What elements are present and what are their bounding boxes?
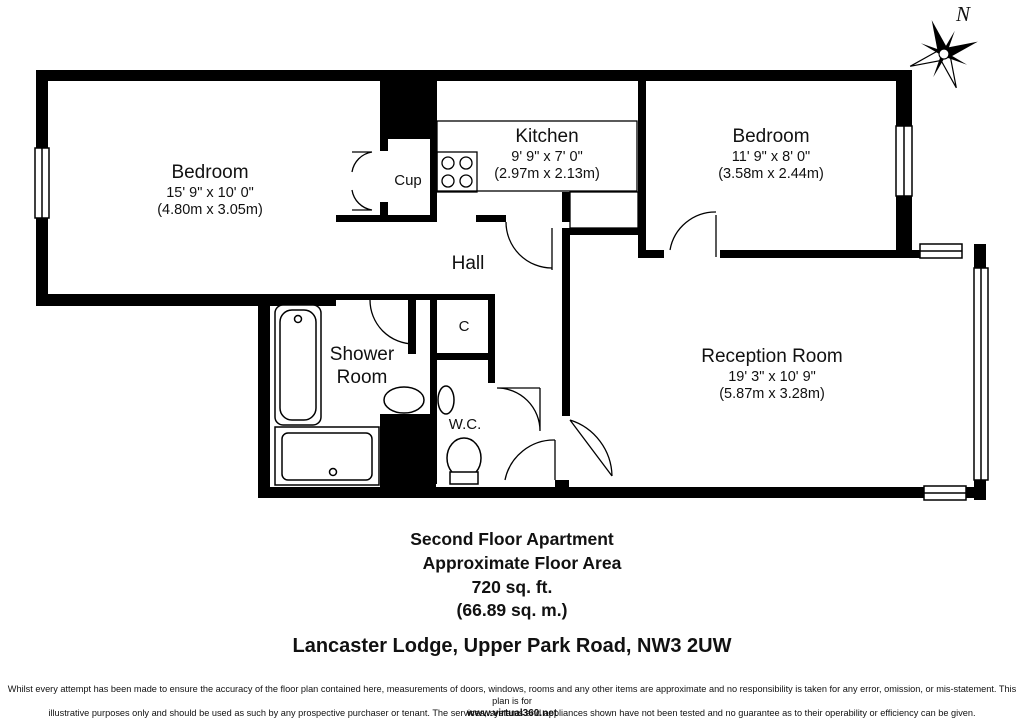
door-wc [496,387,541,432]
disclaimer-line2: illustrative purposes only and should be… [48,708,976,718]
wall-cup-right-stub [380,202,388,222]
room-name: Bedroom [171,162,249,183]
room-reception: Reception Room 19' 3" x 10' 9" (5.87m x … [672,346,872,404]
shower-dark-block [380,414,436,498]
room-bedroom1: Bedroom 15' 9" x 10' 0" (4.80m x 3.05m) [110,162,310,220]
room-dim-imperial: 19' 3" x 10' 9" [728,368,816,385]
room-cupboard: Cup [394,172,422,189]
address: Lancaster Lodge, Upper Park Road, NW3 2U… [292,635,732,657]
wall-hall-right-lower [555,480,569,498]
summary-line2: Approximate Floor Area [422,553,622,573]
wall-bedroom2-bottom [638,250,664,258]
summary-line1: Second Floor Apartment [410,529,614,549]
wall-reception-hall-corner [562,228,642,235]
room-kitchen: Kitchen 9' 9" x 7' 0" (2.97m x 2.13m) [467,126,627,184]
wall-closet-left [430,294,437,484]
door-reception [569,419,613,477]
wall-shower-left [258,300,270,498]
room-dim-metric: (4.80m x 3.05m) [157,202,263,219]
room-name-line1: Shower [329,344,395,365]
door-entrance [504,439,556,481]
wall-kitchen-left [430,81,437,222]
hob-icon [436,151,478,193]
wall-left-bottom [36,294,336,306]
basin-icon [383,386,425,414]
compass-icon [909,20,978,89]
wall-reception-top [720,250,920,258]
disclaimer-line1: Whilst every attempt has been made to en… [7,684,1017,706]
wall-wc-right [488,353,495,383]
room-name: Reception Room [701,346,843,367]
summary-line3: 720 sq. ft. [471,577,553,597]
room-dim-metric: (2.97m x 2.13m) [494,166,600,183]
wall-closet-bottom [430,353,495,360]
wall-reception-bottom [556,487,986,498]
wc-basin-icon [437,385,455,415]
wall-shower-right-lower [408,294,416,354]
wall-closet-right [488,294,495,354]
room-closet: C [458,318,470,335]
disclaimer: Whilst every attempt has been made to en… [0,683,1024,719]
room-dim-metric: (5.87m x 3.28m) [719,386,825,403]
wall-shower-hall [410,294,436,300]
room-shower: Shower Room [312,344,412,390]
cupboard-block [380,81,430,139]
website-link[interactable]: www.virtual360.net [466,708,558,719]
wall-top [36,70,912,81]
room-dim-imperial: 15' 9" x 10' 0" [166,184,254,201]
wall-hall-right [562,228,570,416]
room-dim-imperial: 9' 9" x 7' 0" [511,148,583,165]
room-name: Kitchen [515,126,579,147]
room-hall: Hall [451,253,485,274]
wall-cup-left [380,81,388,151]
wall-kitchen-right [562,192,570,222]
wall-hall-top-right [336,294,436,300]
wall-kitchen-bottom [476,215,506,222]
compass-north-label: N [956,2,971,26]
summary-line4: (66.89 sq. m.) [456,600,568,620]
room-bedroom2: Bedroom 11' 9" x 8' 0" (3.58m x 2.44m) [691,126,851,184]
door-kitchen [505,221,553,270]
room-dim-imperial: 11' 9" x 8' 0" [731,148,811,165]
wall-bedroom2-left [638,81,646,257]
wall-closet-top [430,294,495,300]
room-dim-metric: (3.58m x 2.44m) [718,166,824,183]
room-wc: W.C. [448,416,482,433]
door-bedroom1 [351,151,373,211]
room-name: Bedroom [732,126,810,147]
door-shower [369,299,415,345]
room-name-line2: Room [336,366,388,388]
door-bedroom2 [669,211,717,257]
